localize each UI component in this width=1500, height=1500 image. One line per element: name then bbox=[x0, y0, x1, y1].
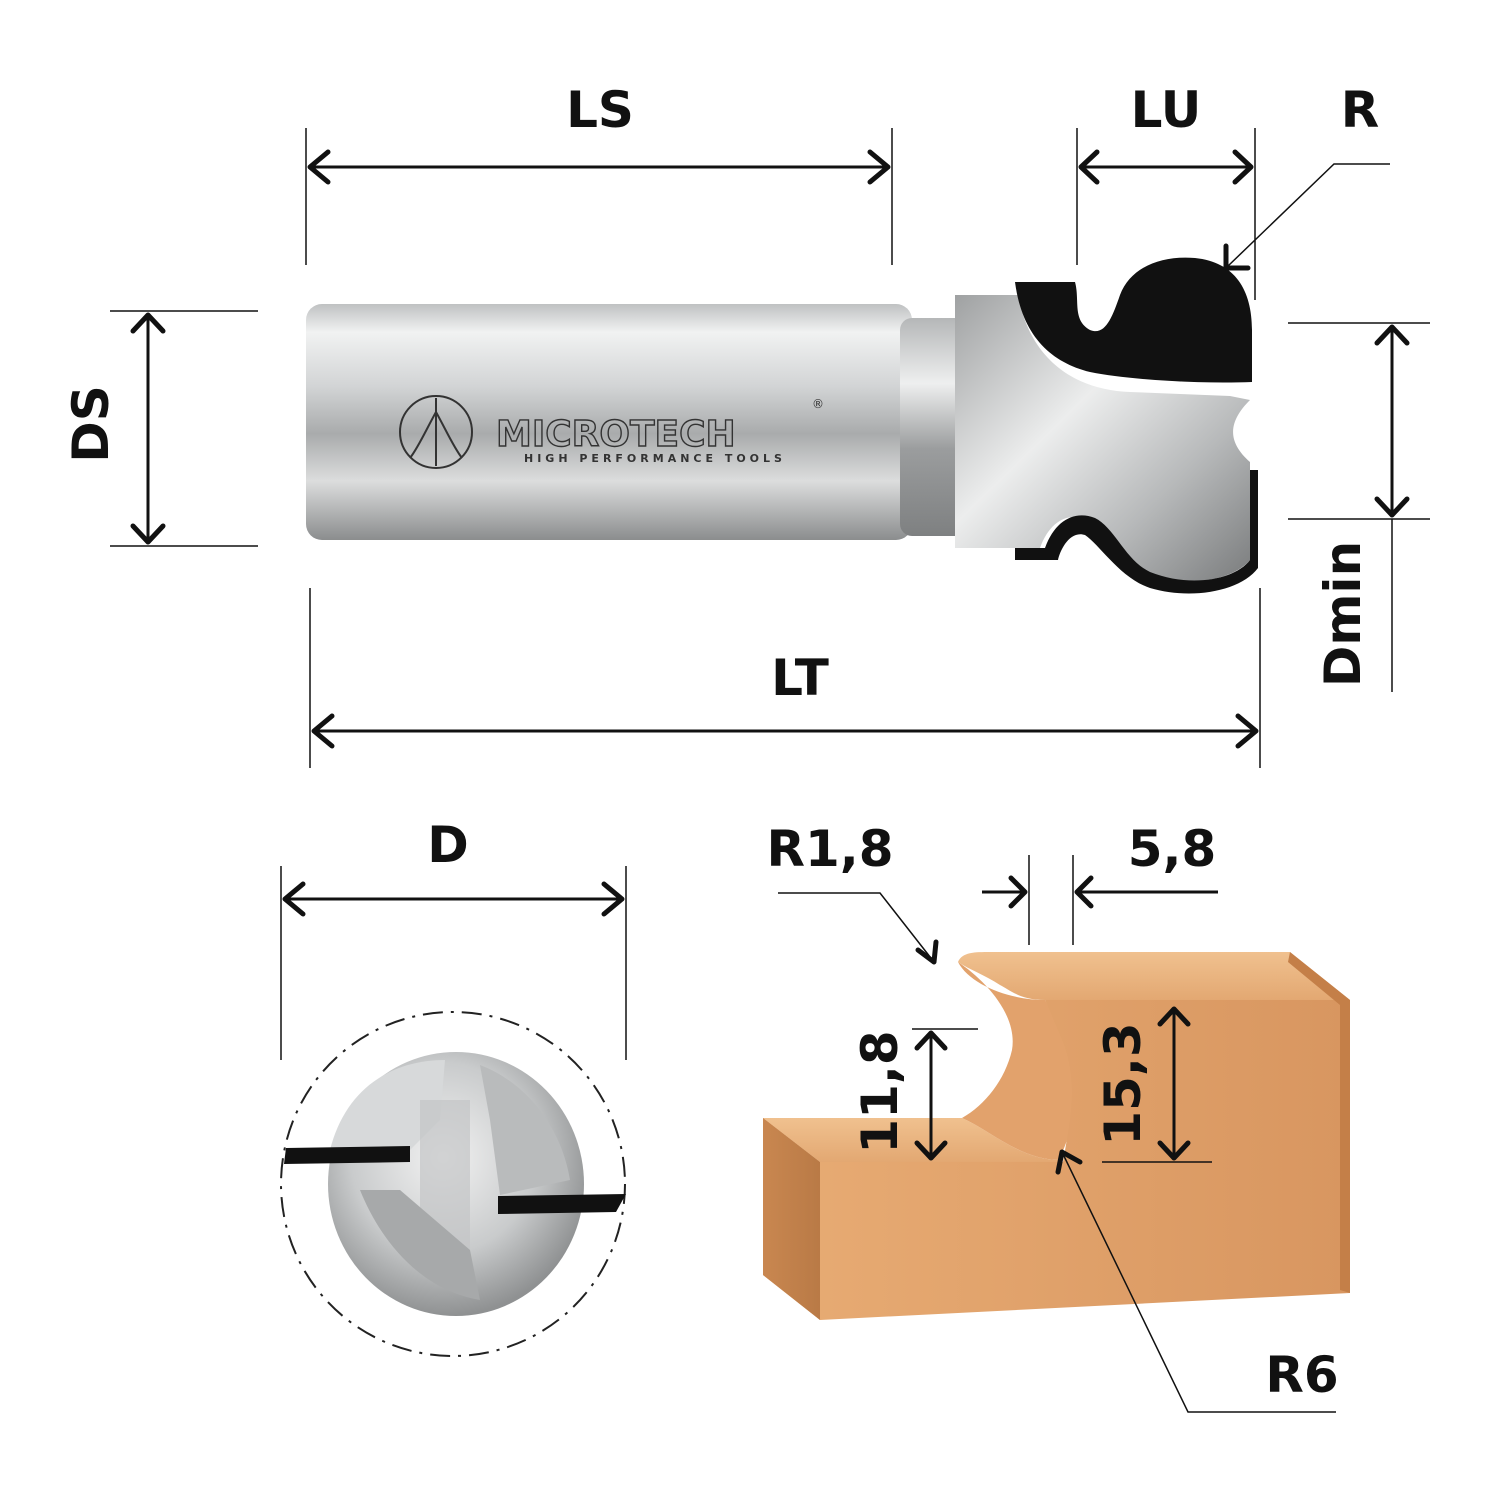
router-bit-side-view: MICROTECH ® HIGH PERFORMANCE TOOLS bbox=[306, 257, 1258, 594]
dim-lu: LU bbox=[1076, 81, 1256, 300]
label-ds: DS bbox=[62, 385, 120, 463]
router-bit-end-view bbox=[280, 1011, 626, 1357]
dim-d: D bbox=[280, 816, 627, 1060]
wood-cove bbox=[958, 962, 1079, 1160]
dim-5-8: 5,8 bbox=[982, 820, 1218, 945]
dim-r1-8: R1,8 bbox=[766, 820, 939, 965]
label-11-8: 11,8 bbox=[851, 1030, 909, 1153]
dim-r6: R6 bbox=[1055, 1149, 1339, 1413]
dim-11-8: 11,8 bbox=[851, 1028, 978, 1161]
wood-front-face bbox=[763, 1000, 1350, 1320]
neck bbox=[900, 318, 970, 536]
end-blade-right bbox=[498, 1194, 626, 1214]
label-r6: R6 bbox=[1265, 1346, 1338, 1404]
label-lt: LT bbox=[771, 649, 829, 707]
end-blade-left bbox=[284, 1146, 410, 1164]
label-ls: LS bbox=[566, 81, 634, 139]
dim-ls: LS bbox=[305, 81, 893, 265]
label-lu: LU bbox=[1131, 81, 1202, 139]
carbide-blade-top bbox=[1015, 257, 1252, 383]
logo-brand: MICROTECH bbox=[496, 414, 736, 455]
profile-head bbox=[955, 295, 1250, 582]
shank bbox=[306, 304, 912, 540]
label-5-8: 5,8 bbox=[1128, 820, 1217, 878]
dim-15-3: 15,3 bbox=[1094, 1006, 1212, 1163]
logo-tagline: HIGH PERFORMANCE TOOLS bbox=[524, 452, 786, 465]
label-d: D bbox=[427, 816, 469, 874]
cutting-circle bbox=[280, 1011, 626, 1357]
logo-registered: ® bbox=[812, 397, 824, 411]
dim-r: R bbox=[1223, 81, 1390, 271]
carbide-blade-bottom bbox=[1015, 470, 1258, 594]
wood-side-face bbox=[763, 1118, 820, 1320]
label-r1-8: R1,8 bbox=[766, 820, 893, 878]
wood-top-surface bbox=[958, 952, 1350, 1000]
microtech-logo: MICROTECH ® HIGH PERFORMANCE TOOLS bbox=[399, 395, 824, 469]
logo-emblem-icon bbox=[399, 395, 473, 469]
wood-step-surface bbox=[763, 1118, 1063, 1162]
label-15-3: 15,3 bbox=[1094, 1022, 1152, 1145]
dim-dmin: Dmin bbox=[1288, 322, 1430, 692]
dim-lt: LT bbox=[309, 588, 1261, 768]
dim-ds: DS bbox=[62, 310, 258, 547]
label-dmin: Dmin bbox=[1314, 541, 1372, 687]
wood-profile bbox=[763, 952, 1350, 1320]
label-r: R bbox=[1341, 81, 1380, 139]
